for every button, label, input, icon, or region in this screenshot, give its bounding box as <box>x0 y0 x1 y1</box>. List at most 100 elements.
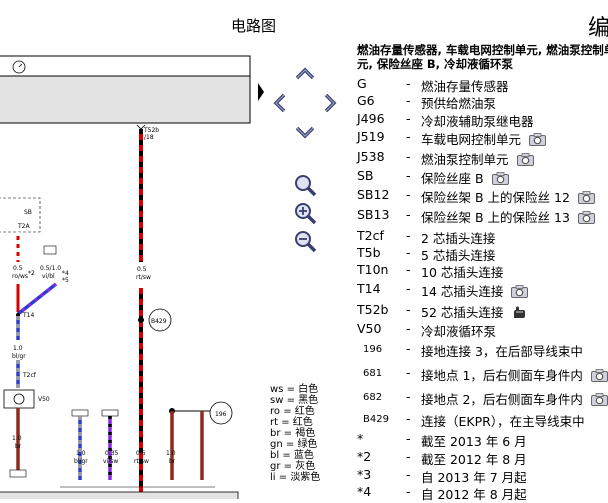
svg-text:0.35: 0.35 <box>105 450 119 457</box>
svg-text:vi/bl: vi/bl <box>42 273 55 280</box>
wire-color-name: 白色 <box>298 384 319 395</box>
legend-description-text: 车载电网控制单元 <box>421 132 522 147</box>
legend-description-text: 自 2012 年 8 月起 <box>421 487 527 502</box>
svg-text:rt/sw: rt/sw <box>134 458 149 465</box>
camera-icon[interactable] <box>511 285 529 298</box>
wire-color-row: gn = 绿色 <box>270 440 317 450</box>
ground-196[interactable] <box>209 401 233 425</box>
camera-icon[interactable] <box>491 172 509 185</box>
control-unit-box <box>0 75 251 124</box>
hand-icon[interactable] <box>511 306 528 319</box>
wire-color-equals: = <box>283 395 299 406</box>
legend-code: 196 <box>363 344 383 355</box>
legend-description-text: 14 芯插头连接 <box>421 284 504 299</box>
camera-icon[interactable] <box>577 211 595 224</box>
wire-color-name: 蓝色 <box>293 450 314 461</box>
legend-description: 保险丝座 B <box>421 168 509 187</box>
svg-text:196: 196 <box>215 411 227 418</box>
svg-text:B429: B429 <box>151 318 167 325</box>
wire-color-row: bl = 蓝色 <box>270 451 314 461</box>
legend-code: J538 <box>357 149 385 164</box>
legend-dash: - <box>406 341 411 356</box>
circuit-diagram[interactable]: T52b /18 0.5 rt/sw B429 SB T2A 0.5 ro/ws… <box>0 0 265 499</box>
wire-color-name: 黑色 <box>298 395 319 406</box>
legend-description: 燃油存量传感器 <box>421 76 509 95</box>
wire-color-row: rt = 红色 <box>270 418 313 428</box>
legend-description-text: 冷却液辅助泵继电器 <box>421 114 534 129</box>
arrow-up-icon[interactable] <box>292 62 318 88</box>
legend-description-text: 10 芯插头连接 <box>421 265 504 280</box>
page-title-right: 编 <box>588 16 608 41</box>
wire-color-name: 红色 <box>294 406 315 417</box>
legend-dash: - <box>406 467 411 482</box>
wire-color-code: ro <box>270 406 281 417</box>
svg-text:*5: *5 <box>62 277 69 284</box>
wire-color-equals: = <box>280 406 295 417</box>
legend-description-text: 接地连接 3，在后部导线束中 <box>421 344 583 359</box>
arrow-right-icon[interactable] <box>316 90 342 116</box>
legend-dash: - <box>406 321 411 336</box>
zoom-out-icon[interactable] <box>292 228 318 254</box>
legend-code: * <box>357 431 364 446</box>
wire-color-code: li <box>270 472 276 483</box>
legend-code: B429 <box>363 414 389 425</box>
legend-code: J496 <box>357 111 385 126</box>
legend-dash: - <box>406 129 411 144</box>
bottom-control-unit <box>0 491 239 499</box>
legend-dash: - <box>406 76 411 91</box>
camera-icon[interactable] <box>529 133 546 146</box>
legend-dash: - <box>406 168 411 183</box>
svg-text:1.0: 1.0 <box>76 450 86 457</box>
legend-dash: - <box>406 365 411 380</box>
diagram-arrow-marker <box>258 83 264 101</box>
wire-color-name: 褐色 <box>295 428 316 439</box>
camera-icon[interactable] <box>590 393 608 406</box>
legend-code: T14 <box>357 281 381 296</box>
legend-code: G6 <box>357 93 375 108</box>
wire-color-name: 红色 <box>292 417 313 428</box>
legend-code: *3 <box>357 467 372 482</box>
legend-dash: - <box>406 207 411 222</box>
legend-description-text: 保险丝架 B 上的保险丝 13 <box>421 210 570 225</box>
svg-text:vi/sw: vi/sw <box>103 458 118 465</box>
svg-text:br: br <box>169 458 176 465</box>
svg-text:1.0: 1.0 <box>166 450 176 457</box>
svg-text:T14: T14 <box>22 312 34 319</box>
wire-color-name: 灰色 <box>295 461 316 472</box>
legend-code: 681 <box>363 368 383 379</box>
legend-code: SB12 <box>357 187 390 202</box>
connector-label-t52b: T52b <box>143 127 159 134</box>
svg-text:0.5: 0.5 <box>136 450 146 457</box>
connector-small-box <box>43 245 57 255</box>
wire-color-code: ws <box>270 384 284 395</box>
legend-description-text: 自 2013 年 7 月起 <box>421 470 527 485</box>
legend-description: 5 芯插头连接 <box>421 245 495 264</box>
wire-color-row: ws = 白色 <box>270 385 318 395</box>
camera-icon[interactable] <box>577 191 595 204</box>
camera-icon[interactable] <box>590 369 608 382</box>
legend-dash: - <box>406 389 411 404</box>
zoom-in-icon[interactable] <box>292 200 318 226</box>
svg-text:1.0: 1.0 <box>13 345 23 352</box>
control-unit-top-box <box>0 55 251 77</box>
arrow-down-icon[interactable] <box>292 118 318 144</box>
arrow-left-icon[interactable] <box>268 90 294 116</box>
zoom-fit-icon[interactable] <box>292 172 318 198</box>
camera-icon[interactable] <box>516 153 534 166</box>
legend-description-text: 保险丝架 B 上的保险丝 12 <box>421 190 570 205</box>
legend-description-text: 冷却液循环泵 <box>421 324 497 339</box>
svg-text:*2: *2 <box>28 270 35 277</box>
legend-description-text: 燃油存量传感器 <box>421 79 509 94</box>
wire-color-equals: = <box>278 417 293 428</box>
legend-description: 保险丝架 B 上的保险丝 12 <box>421 187 595 206</box>
connection-b429[interactable] <box>148 308 172 332</box>
legend-code: T2cf <box>357 228 384 243</box>
svg-text:V50: V50 <box>38 396 50 403</box>
legend-description-text: 截至 2013 年 6 月 <box>421 434 527 449</box>
legend-code: V50 <box>357 321 382 336</box>
svg-text:ro/ws: ro/ws <box>12 273 28 280</box>
legend-description: 自 2013 年 7 月起 <box>421 467 527 486</box>
pump-v50[interactable] <box>3 389 35 409</box>
legend-dash: - <box>406 149 411 164</box>
junction-dot <box>138 317 144 323</box>
